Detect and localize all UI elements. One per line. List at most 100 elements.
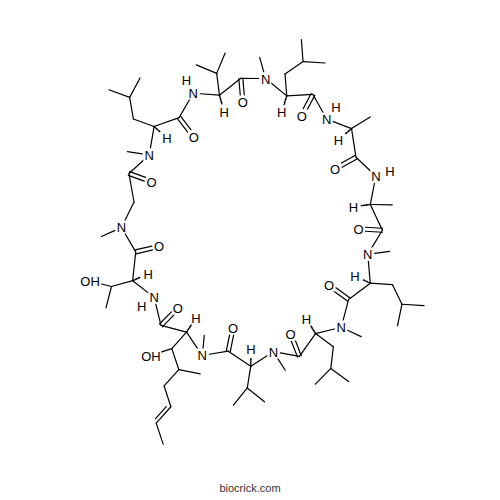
atom-label: H xyxy=(181,73,192,86)
bond-line xyxy=(127,152,142,154)
bond-line xyxy=(375,251,390,253)
bond-line xyxy=(271,83,287,96)
atom-label: O xyxy=(237,96,249,109)
bond-line xyxy=(164,370,179,386)
stereo-bond xyxy=(362,279,370,283)
atom-label: N xyxy=(116,221,127,234)
bond-line xyxy=(392,285,402,305)
atom-label: O xyxy=(296,109,308,122)
stereo-bond xyxy=(250,357,252,366)
bond-line xyxy=(125,202,134,221)
bond-line xyxy=(348,330,362,336)
bond-line xyxy=(133,119,154,127)
bond-line xyxy=(315,368,330,384)
bond-line xyxy=(371,230,382,248)
bond-line xyxy=(365,231,382,233)
bond-line xyxy=(334,291,348,301)
atom-label: N xyxy=(336,321,347,334)
atom-label: H xyxy=(384,165,395,178)
atom-label: N xyxy=(188,87,199,100)
bond-line xyxy=(178,119,188,132)
bond-line xyxy=(397,304,402,326)
bond-line xyxy=(352,117,371,129)
bond-line xyxy=(172,332,187,348)
bond-line xyxy=(331,347,333,369)
bond-line xyxy=(366,227,383,229)
atom-label: H xyxy=(136,300,147,313)
bond-line xyxy=(316,334,334,347)
bond-line xyxy=(356,157,371,171)
bond-line xyxy=(402,304,424,305)
atom-label: O xyxy=(323,279,335,292)
atom-label: O xyxy=(352,222,364,235)
atom-label: O xyxy=(188,130,200,143)
atom-label: N xyxy=(260,72,271,85)
bond-line xyxy=(303,62,325,63)
bond-line xyxy=(181,116,191,129)
bond-line xyxy=(125,234,136,252)
bond-line xyxy=(291,341,297,357)
bond-line xyxy=(106,287,111,308)
bond-line xyxy=(287,94,313,95)
atom-label: OH xyxy=(140,349,162,362)
bond-line xyxy=(133,252,136,281)
bond-line xyxy=(239,78,240,95)
bond-line xyxy=(111,281,132,287)
bond-line xyxy=(247,388,264,402)
bond-line xyxy=(135,246,152,250)
stereo-bond xyxy=(133,277,141,281)
bond-line xyxy=(349,283,371,299)
atom-label: O xyxy=(172,302,184,315)
stereo-bond xyxy=(154,127,161,133)
bond-line xyxy=(129,160,144,174)
atom-label: H xyxy=(348,200,359,213)
atom-label: O xyxy=(285,328,297,341)
bond-line xyxy=(160,312,172,324)
bond-line xyxy=(196,65,216,73)
atom-label: H xyxy=(301,313,312,326)
bond-line xyxy=(241,78,259,79)
atom-label: H xyxy=(330,101,341,114)
bond-line xyxy=(333,122,351,129)
bond-line xyxy=(370,204,392,206)
bond-line xyxy=(352,129,356,158)
bond-line xyxy=(162,315,174,327)
bond-line xyxy=(161,325,187,332)
atom-label: N xyxy=(148,291,159,304)
atom-label: H xyxy=(218,105,229,118)
atom-label: N xyxy=(321,113,332,126)
bond-line xyxy=(247,366,250,388)
atom-label: H xyxy=(245,343,256,356)
bond-line xyxy=(230,335,233,352)
atom-label: O xyxy=(153,240,165,253)
bond-line xyxy=(370,183,374,204)
bond-line xyxy=(109,90,130,98)
atom-label: N xyxy=(143,149,154,162)
bond-line xyxy=(217,73,220,95)
bond-line xyxy=(209,351,228,354)
bond-line xyxy=(130,97,134,119)
bond-line xyxy=(260,57,264,71)
bond-line xyxy=(233,388,247,405)
bond-line xyxy=(285,62,303,74)
bond-line xyxy=(340,155,355,163)
stereo-bond xyxy=(345,129,352,135)
bond-line xyxy=(156,304,161,325)
watermark: biocrick.com xyxy=(218,483,281,494)
bond-line xyxy=(219,78,240,95)
stereo-bond xyxy=(284,96,287,105)
bond-line xyxy=(136,250,153,254)
bond-line xyxy=(179,99,190,117)
atom-label: H xyxy=(349,269,360,282)
bond-line xyxy=(156,423,163,444)
atom-label: N xyxy=(197,349,208,362)
bond-line xyxy=(370,283,392,284)
bond-line xyxy=(370,204,382,230)
atom-label: N xyxy=(370,170,381,183)
bond-line xyxy=(101,230,115,236)
bond-line xyxy=(336,288,350,298)
bond-line xyxy=(243,78,244,95)
atom-label: H xyxy=(142,267,153,280)
